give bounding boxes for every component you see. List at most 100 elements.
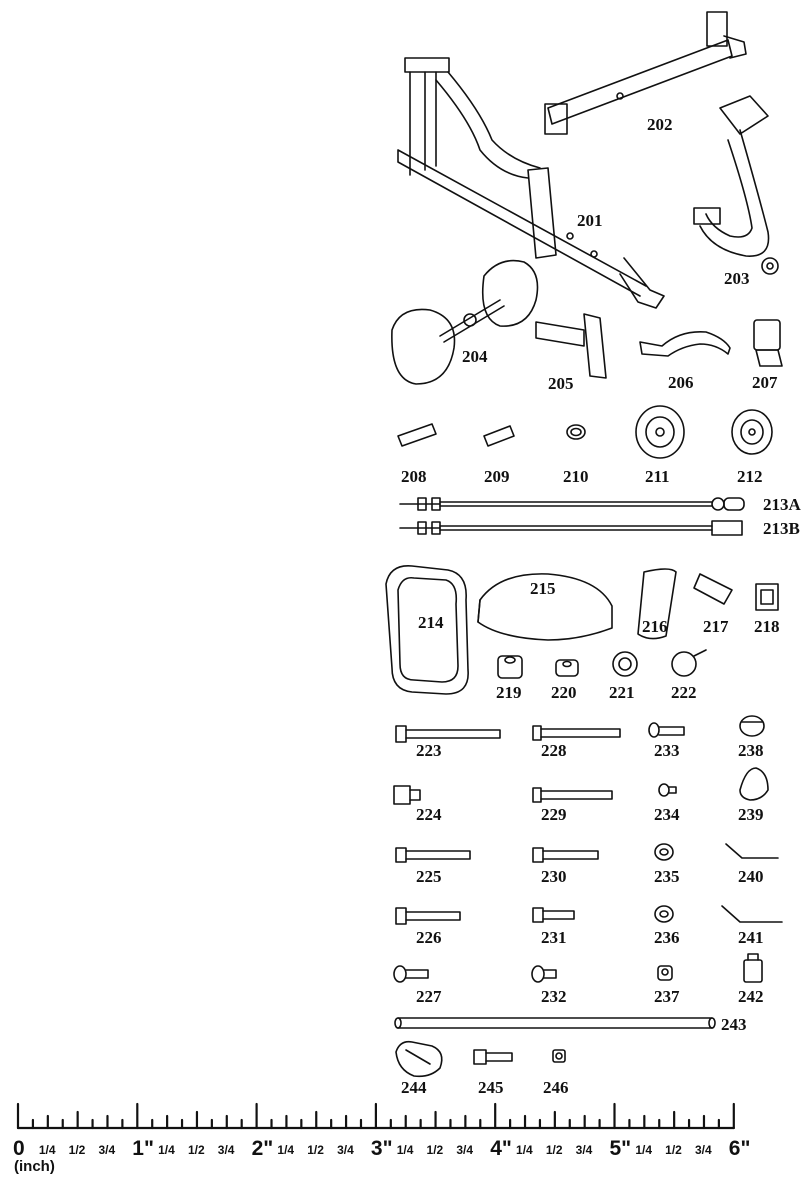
part-label-227: 227	[416, 987, 442, 1006]
part-228-drawing	[532, 725, 621, 741]
ruler-minor-label: 1/2	[545, 1143, 563, 1157]
part-label-204: 204	[462, 347, 488, 366]
ruler-minor-label: 3/4	[575, 1143, 593, 1157]
part-237-drawing	[657, 965, 673, 981]
part-212-drawing	[731, 409, 773, 455]
ruler-minor-label: 1/4	[38, 1143, 56, 1157]
part-label-205: 205	[548, 374, 574, 393]
part-209-drawing	[483, 425, 515, 447]
part-label-214: 214	[418, 613, 444, 632]
part-241-drawing	[721, 905, 783, 923]
part-label-212: 212	[737, 467, 763, 486]
part-242-drawing	[743, 953, 763, 983]
part-207-drawing	[753, 319, 783, 367]
part-223-drawing	[395, 725, 501, 743]
part-label-240: 240	[738, 867, 764, 886]
part-label-232: 232	[541, 987, 567, 1006]
part-225-drawing	[395, 847, 471, 863]
part-label-245: 245	[478, 1078, 504, 1097]
part-216-drawing	[637, 568, 677, 640]
part-label-201: 201	[577, 211, 603, 230]
part-226-drawing	[395, 907, 461, 925]
ruler-minor-label: 3/4	[217, 1143, 235, 1157]
part-label-233: 233	[654, 741, 680, 760]
part-label-220: 220	[551, 683, 577, 702]
part-label-246: 246	[543, 1078, 569, 1097]
part-243-drawing	[394, 1017, 716, 1029]
part-218-drawing	[755, 583, 779, 611]
ruler-minor-label: 1/4	[516, 1143, 533, 1157]
part-label-226: 226	[416, 928, 442, 947]
ruler-minor-label: 1/2	[187, 1143, 205, 1157]
part-label-225: 225	[416, 867, 442, 886]
part-219-drawing	[497, 655, 523, 679]
ruler-minor-label: 1/4	[158, 1143, 175, 1157]
ruler-minor-label: 1/2	[665, 1143, 682, 1157]
part-234-drawing	[658, 783, 677, 797]
part-label-237: 237	[654, 987, 680, 1006]
part-233-drawing	[648, 722, 685, 738]
part-label-235: 235	[654, 867, 680, 886]
part-label-231: 231	[541, 928, 567, 947]
part-label-236: 236	[654, 928, 680, 947]
part-label-206: 206	[668, 373, 694, 392]
ruler-major-label: 4"	[490, 1137, 512, 1160]
ruler-minor-label: 1/2	[307, 1143, 324, 1157]
part-label-219: 219	[496, 683, 522, 702]
part-222-drawing	[671, 649, 707, 677]
part-239-drawing	[739, 767, 769, 801]
part-238-drawing	[739, 715, 765, 737]
part-label-239: 239	[738, 805, 764, 824]
part-220-drawing	[555, 659, 579, 677]
ruler-minor-label: 1/4	[277, 1143, 295, 1157]
part-227-drawing	[393, 965, 429, 983]
part-201-drawing	[397, 57, 665, 309]
part-203-drawing	[693, 95, 779, 275]
part-231-drawing	[532, 907, 575, 923]
part-label-217: 217	[703, 617, 729, 636]
part-label-211: 211	[645, 467, 670, 486]
ruler-major-label: 6"	[728, 1137, 751, 1160]
part-230-drawing	[532, 847, 599, 863]
part-213b-drawing	[399, 520, 743, 536]
part-232-drawing	[531, 965, 557, 983]
part-206-drawing	[639, 330, 731, 357]
ruler-minor-label: 1/2	[426, 1143, 444, 1157]
ruler-minor-label: 3/4	[694, 1143, 712, 1157]
part-label-210: 210	[563, 467, 589, 486]
ruler-minor-label: 1/4	[396, 1143, 414, 1157]
part-244-drawing	[395, 1040, 443, 1078]
part-210-drawing	[566, 424, 586, 440]
part-label-242: 242	[738, 987, 764, 1006]
ruler-unit-label: (inch)	[14, 1158, 55, 1175]
ruler-major-label: 5"	[609, 1137, 632, 1160]
part-204-drawing	[391, 259, 539, 385]
part-label-229: 229	[541, 805, 567, 824]
part-label-221: 221	[609, 683, 635, 702]
part-215-drawing	[477, 573, 613, 641]
part-246-drawing	[552, 1049, 566, 1063]
part-label-215: 215	[530, 579, 556, 598]
part-label-244: 244	[401, 1078, 427, 1097]
part-205-drawing	[535, 313, 607, 379]
part-217-drawing	[693, 573, 733, 605]
ruler-minor-label: 1/2	[68, 1143, 86, 1157]
part-label-241: 241	[738, 928, 764, 947]
part-label-202: 202	[647, 115, 673, 134]
part-label-218: 218	[754, 617, 780, 636]
part-label-203: 203	[724, 269, 750, 288]
part-label-209: 209	[484, 467, 510, 486]
part-label-230: 230	[541, 867, 567, 886]
ruler-major-label: 0	[13, 1137, 25, 1160]
part-label-216: 216	[642, 617, 668, 636]
part-label-222: 222	[671, 683, 697, 702]
ruler-minor-label: 1/4	[635, 1143, 652, 1157]
part-208-drawing	[397, 423, 437, 447]
part-label-228: 228	[541, 741, 567, 760]
part-label-224: 224	[416, 805, 442, 824]
part-label-208: 208	[401, 467, 427, 486]
part-label-223: 223	[416, 741, 442, 760]
part-214-drawing	[385, 565, 469, 695]
part-label-238: 238	[738, 741, 764, 760]
